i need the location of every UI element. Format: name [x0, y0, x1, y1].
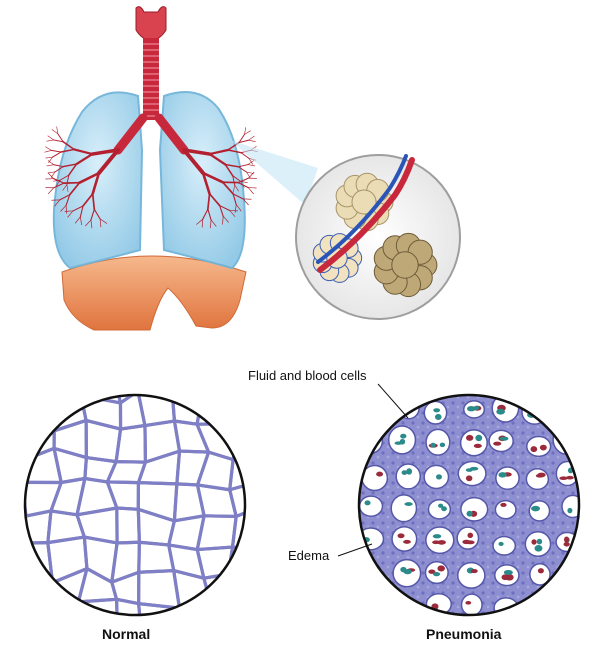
lungs-illustration — [45, 7, 258, 330]
edema-label: Edema — [288, 548, 329, 563]
normal-lung-tissue-circle — [0, 357, 302, 652]
pneumonia-lung-tissue-circle — [355, 393, 584, 624]
diaphragm — [62, 256, 246, 330]
larynx — [136, 7, 166, 40]
right-lung — [160, 92, 245, 268]
fluid-and-blood-cells-label: Fluid and blood cells — [248, 368, 367, 383]
alveoli-magnified-circle — [296, 155, 460, 319]
fluid-leader-line — [378, 384, 408, 418]
edema-leader-line — [338, 544, 372, 556]
normal-label: Normal — [102, 626, 150, 642]
pneumonia-label: Pneumonia — [426, 626, 501, 642]
